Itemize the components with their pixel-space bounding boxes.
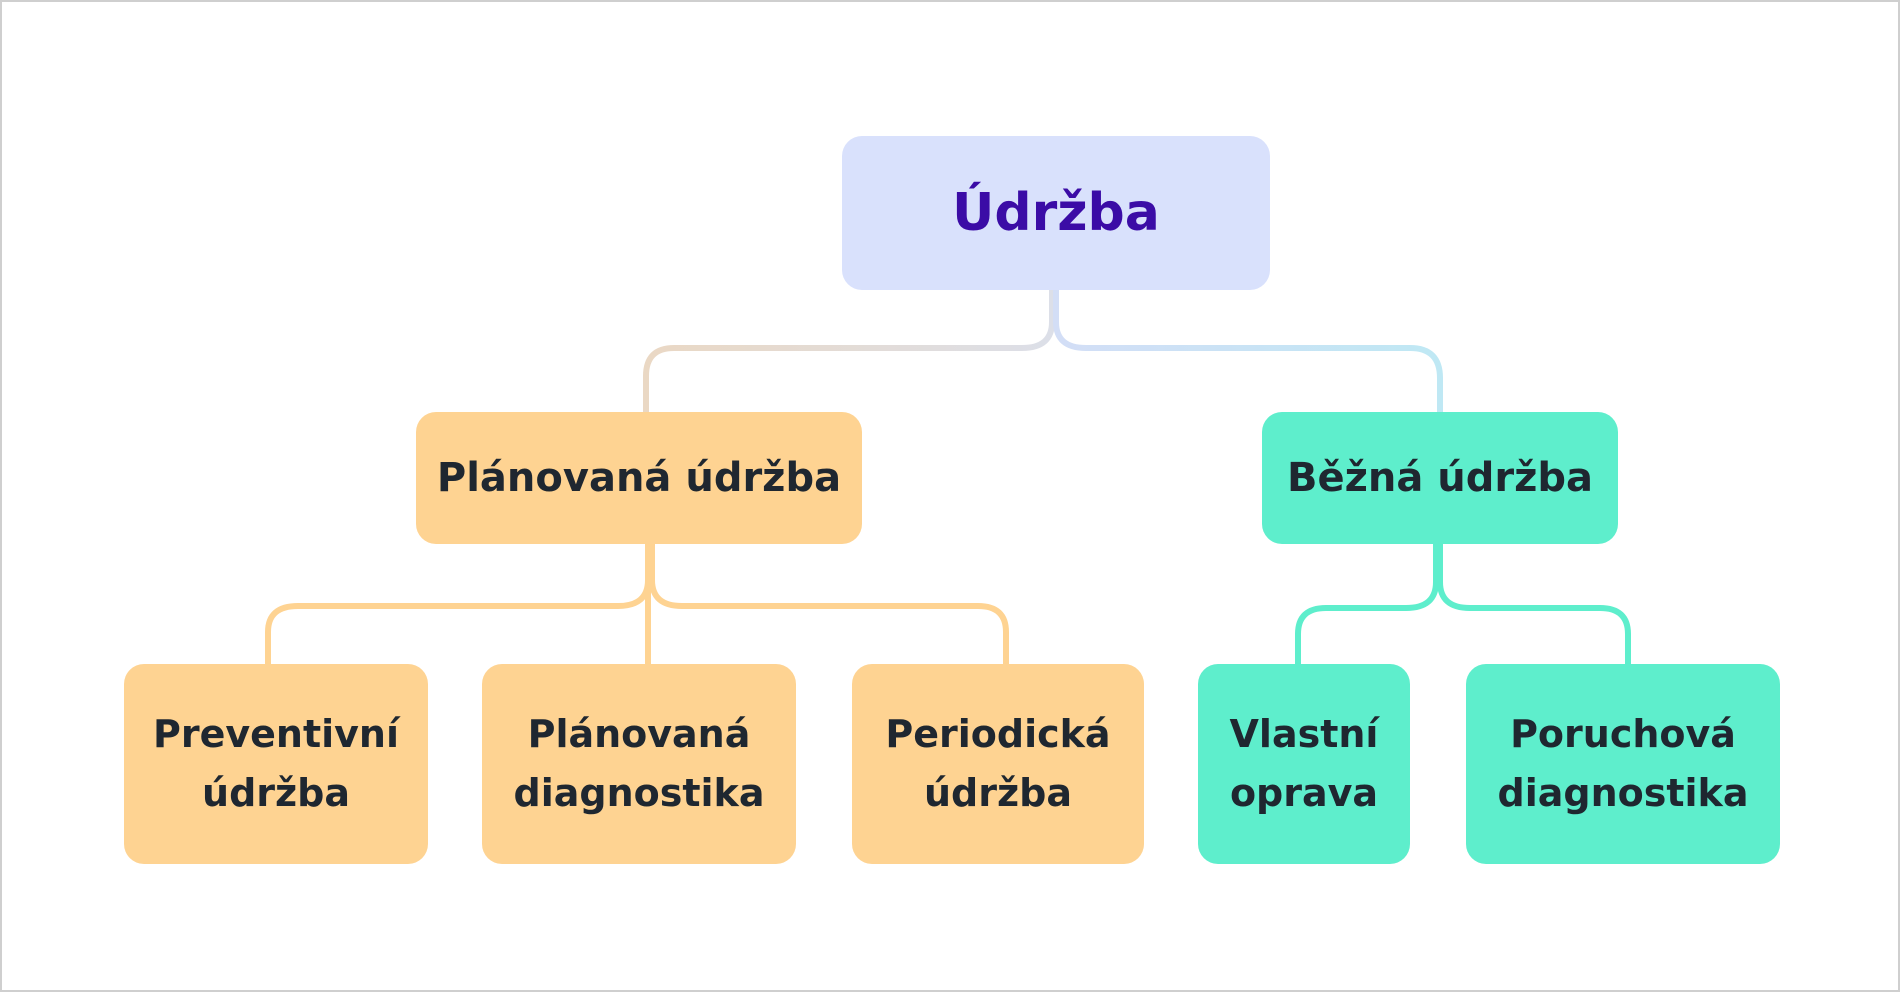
- node-root-label: Údržba: [952, 182, 1160, 243]
- node-label-line2: diagnostika: [513, 771, 765, 815]
- node-root: Údržba: [842, 136, 1270, 290]
- node-planovana-diagnostika: Plánovaná diagnostika: [482, 664, 796, 864]
- node-periodicka-udrzba: Periodická údržba: [852, 664, 1144, 864]
- node-planovana-udrzba: Plánovaná údržba: [416, 412, 862, 544]
- node-poruchova-diagnostika: Poruchová diagnostika: [1466, 664, 1780, 864]
- node-label-line1: Vlastní: [1229, 712, 1379, 757]
- connector-root-right: [1053, 288, 1443, 412]
- node-label-line2: oprava: [1229, 771, 1379, 815]
- connector-left-leaf1: [265, 542, 651, 666]
- node-label-line1: Periodická: [885, 712, 1111, 757]
- connector-right-leaf1: [1295, 542, 1439, 666]
- node-planovana-udrzba-label: Plánovaná údržba: [436, 455, 842, 501]
- node-label-line1: Plánovaná: [527, 712, 751, 757]
- node-label-line2: údržba: [202, 771, 350, 815]
- connector-right-leaf2: [1437, 542, 1631, 666]
- node-label-line2: údržba: [924, 771, 1072, 815]
- node-label-line1: Preventivní: [153, 712, 399, 757]
- connector-root-left: [643, 288, 1055, 412]
- node-label-line1: Poruchová: [1510, 712, 1736, 757]
- node-label-line2: diagnostika: [1497, 771, 1749, 815]
- connector-left-leaf3: [649, 542, 1009, 666]
- node-bezna-udrzba-label: Běžná údržba: [1286, 455, 1594, 501]
- node-bezna-udrzba: Běžná údržba: [1262, 412, 1618, 544]
- node-preventivni-udrzba: Preventivní údržba: [124, 664, 428, 864]
- node-vlastni-oprava: Vlastní oprava: [1198, 664, 1410, 864]
